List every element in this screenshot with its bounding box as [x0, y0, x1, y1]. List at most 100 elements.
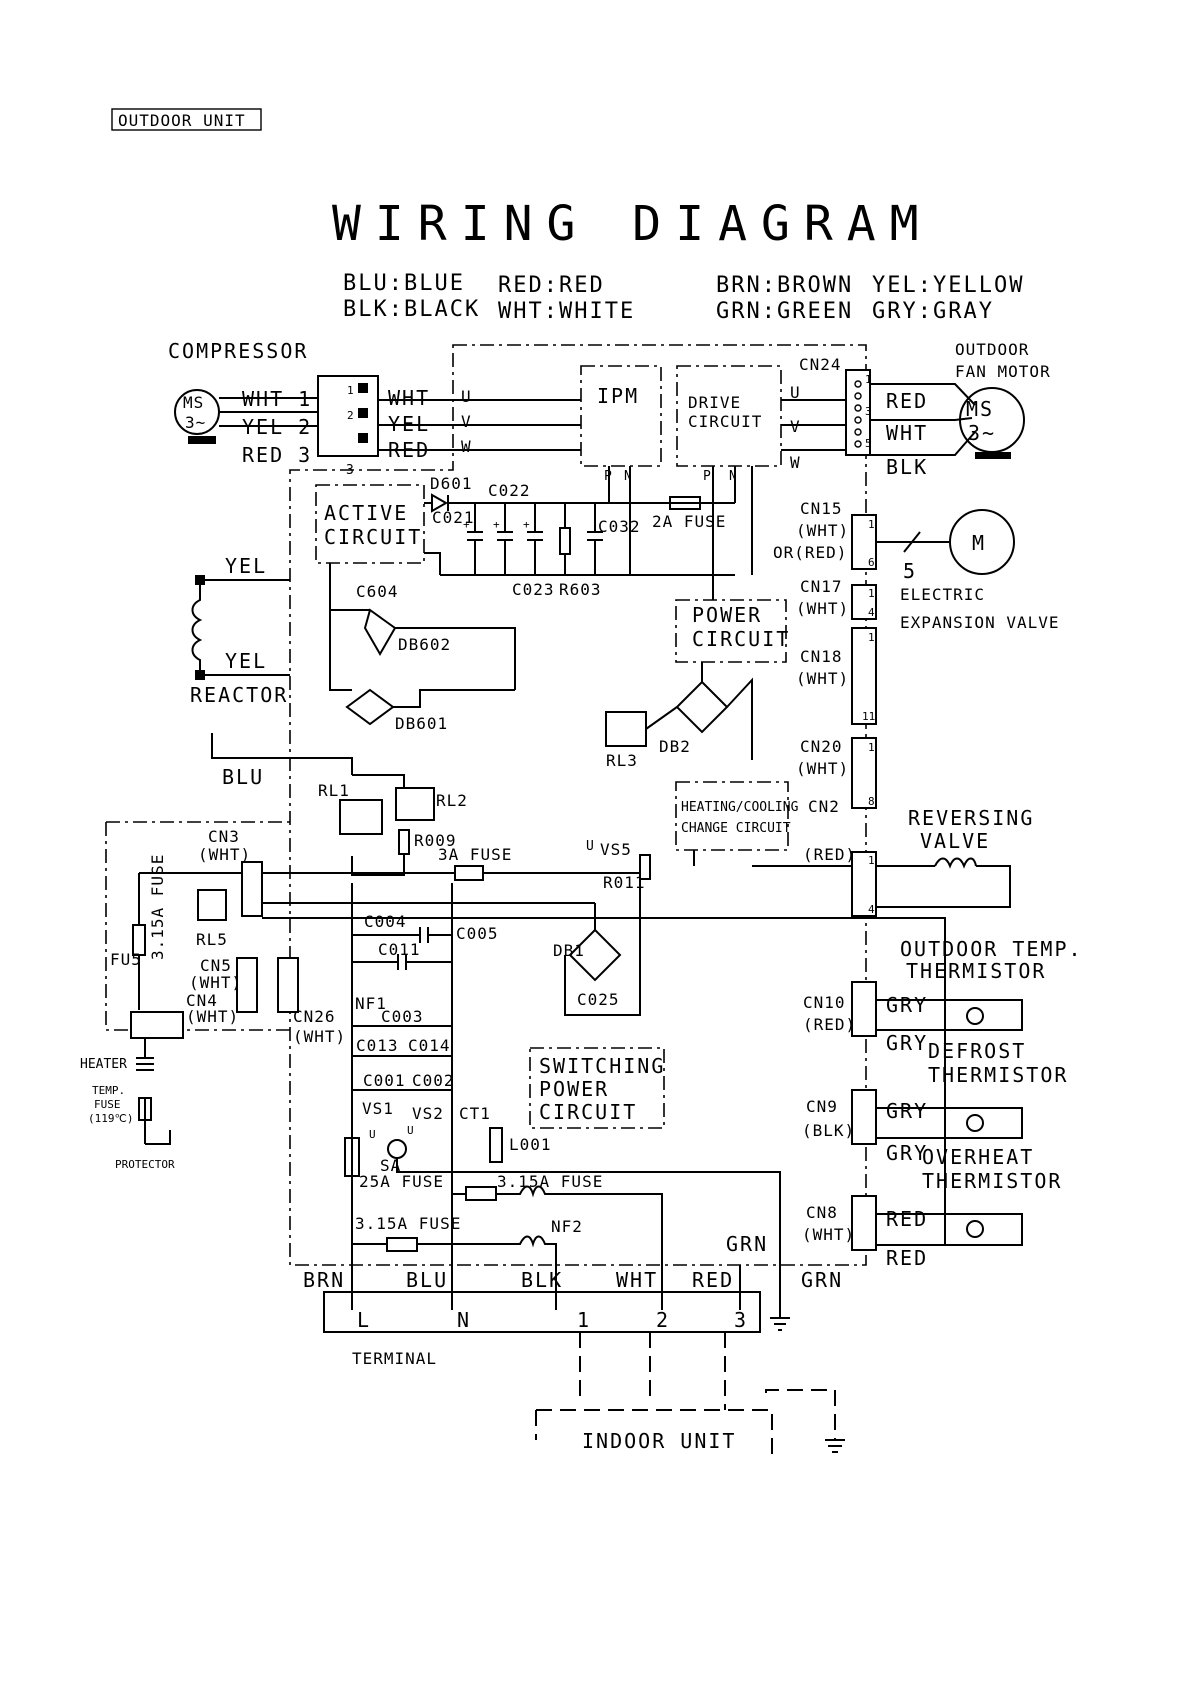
cn26-label: CN26	[293, 1007, 336, 1026]
relay-links	[351, 774, 405, 876]
compressor-wires	[219, 397, 333, 427]
cap-plus-sign-3: +	[523, 518, 530, 531]
temp-fuse	[138, 1097, 152, 1121]
therm1-line2: THERMISTOR	[906, 959, 1046, 983]
r009-label: R009	[414, 831, 457, 850]
comp-phase-u: U	[461, 387, 472, 406]
reversing-valve-coil	[934, 857, 977, 869]
cn8-connector	[851, 1195, 877, 1251]
comp-out-yel: YEL	[388, 412, 430, 436]
cn9-connector	[851, 1089, 877, 1145]
switching-power-block	[529, 1047, 665, 1129]
active-line2: CIRCUIT	[324, 525, 422, 549]
reactor-coil	[191, 585, 203, 670]
therm3-wire-bottom: RED	[886, 1246, 928, 1270]
fuse-315a-2-label: 3.15A FUSE	[355, 1214, 461, 1233]
cn24-pin-5: 5	[865, 437, 872, 450]
c025-label: C025	[577, 990, 620, 1009]
db602-bridge	[363, 608, 397, 657]
terminal-feed-lines	[351, 1265, 781, 1318]
cn24-pin-1: 1	[865, 373, 872, 386]
switching-line2: POWER	[539, 1077, 609, 1101]
reactor-wires	[200, 579, 290, 676]
legend-grn: GRN:GREEN	[716, 299, 853, 324]
eev-line1: ELECTRIC	[900, 585, 985, 604]
terminal-point-2: 2	[656, 1308, 670, 1332]
cn15-color: (WHT)	[796, 521, 849, 540]
therm3-wire-top: RED	[886, 1207, 928, 1231]
c003-label: C003	[381, 1007, 424, 1026]
compressor-motor-label: MS	[183, 393, 204, 412]
comp-wire-2: YEL 2	[242, 415, 312, 439]
fan-wire-blk: BLK	[886, 455, 928, 479]
cn3-connector	[241, 861, 263, 917]
terminal-point-l: L	[357, 1308, 371, 1332]
fan-motor: MS 3~	[959, 387, 1025, 459]
terminal-wire-blu: BLU	[406, 1268, 448, 1292]
cn5-color: (WHT)	[189, 973, 242, 992]
legend-wht: WHT:WHITE	[498, 299, 635, 324]
db2-label: DB2	[659, 737, 691, 756]
cn17-color: (WHT)	[796, 599, 849, 618]
cn18-pin-1: 1	[868, 631, 875, 644]
cn20-color: (WHT)	[796, 759, 849, 778]
vs5-label: VS5	[600, 840, 632, 859]
cn2-pin-4: 4	[868, 903, 875, 916]
rl2-relay	[395, 787, 435, 821]
indoor-unit-label: INDOOR UNIT	[582, 1429, 736, 1453]
r009-resistor	[398, 829, 410, 855]
db602-label: DB602	[398, 635, 451, 654]
cn15-connector	[851, 514, 877, 570]
rl2-label: RL2	[436, 791, 468, 810]
therm1-thermistor-icon	[966, 1007, 984, 1025]
reversing-valve-wires	[693, 850, 1011, 908]
fu5-label: FU5	[110, 950, 142, 969]
fuse-315a-2	[386, 1237, 418, 1252]
therm3-thermistor-icon	[966, 1220, 984, 1238]
c014-label: C014	[408, 1036, 451, 1055]
eev-line2: EXPANSION VALVE	[900, 613, 1060, 632]
vs2-label: VS2	[412, 1104, 444, 1123]
nf2-label: NF2	[551, 1217, 583, 1236]
protector-switch	[145, 1130, 171, 1145]
fan-wire-wht: WHT	[886, 421, 928, 445]
heater-label: HEATER	[80, 1057, 127, 1072]
therm1-wire-top: GRY	[886, 993, 928, 1017]
cn18-connector	[851, 627, 877, 725]
reactor-wire-top: YEL	[225, 554, 267, 578]
c004-c005-cap	[352, 927, 452, 943]
fuse-25a	[344, 1137, 360, 1177]
vs5-ul-mark: U	[586, 839, 594, 854]
reactor-label: REACTOR	[190, 683, 288, 707]
db2-links	[645, 662, 753, 760]
indoor-unit-links	[579, 1332, 726, 1410]
compressor-title: COMPRESSOR	[168, 339, 308, 363]
ipm-label: IPM	[597, 384, 639, 408]
therm2-wire-top: GRY	[886, 1099, 928, 1123]
fuse-315a-1-line	[452, 1185, 663, 1265]
power-line1: POWER	[692, 603, 762, 627]
db1-label: DB1	[553, 941, 585, 960]
vs1-label: VS1	[362, 1099, 394, 1118]
terminal-point-3: 3	[734, 1308, 748, 1332]
therm3-line1: OVERHEAT	[922, 1145, 1034, 1169]
l001-label: L001	[509, 1135, 552, 1154]
reactor-wire-bottom: YEL	[225, 649, 267, 673]
vs2-ul-mark: U	[407, 1124, 414, 1137]
cn15-pin-6: 6	[868, 556, 875, 569]
terminal-point-1: 1	[577, 1308, 591, 1332]
therm2-line1: DEFROST	[928, 1039, 1026, 1063]
drive-p: P	[703, 469, 711, 484]
l001-inductor	[489, 1127, 503, 1163]
heatcool-line1: HEATING/COOLING	[681, 800, 799, 815]
legend-brn: BRN:BROWN	[716, 273, 853, 298]
vs1-ul-mark: U	[369, 1128, 376, 1141]
legend-gry: GRY:GRAY	[872, 299, 994, 324]
legend-blk: BLK:BLACK	[343, 297, 480, 322]
cn17-pin-1: 1	[868, 587, 875, 600]
indoor-ground-link	[765, 1389, 836, 1440]
cn26-color: (WHT)	[293, 1027, 346, 1046]
compressor-motor: MS 3~	[174, 389, 220, 444]
rectifier-feed	[329, 563, 370, 691]
cn18-color: (WHT)	[796, 669, 849, 688]
